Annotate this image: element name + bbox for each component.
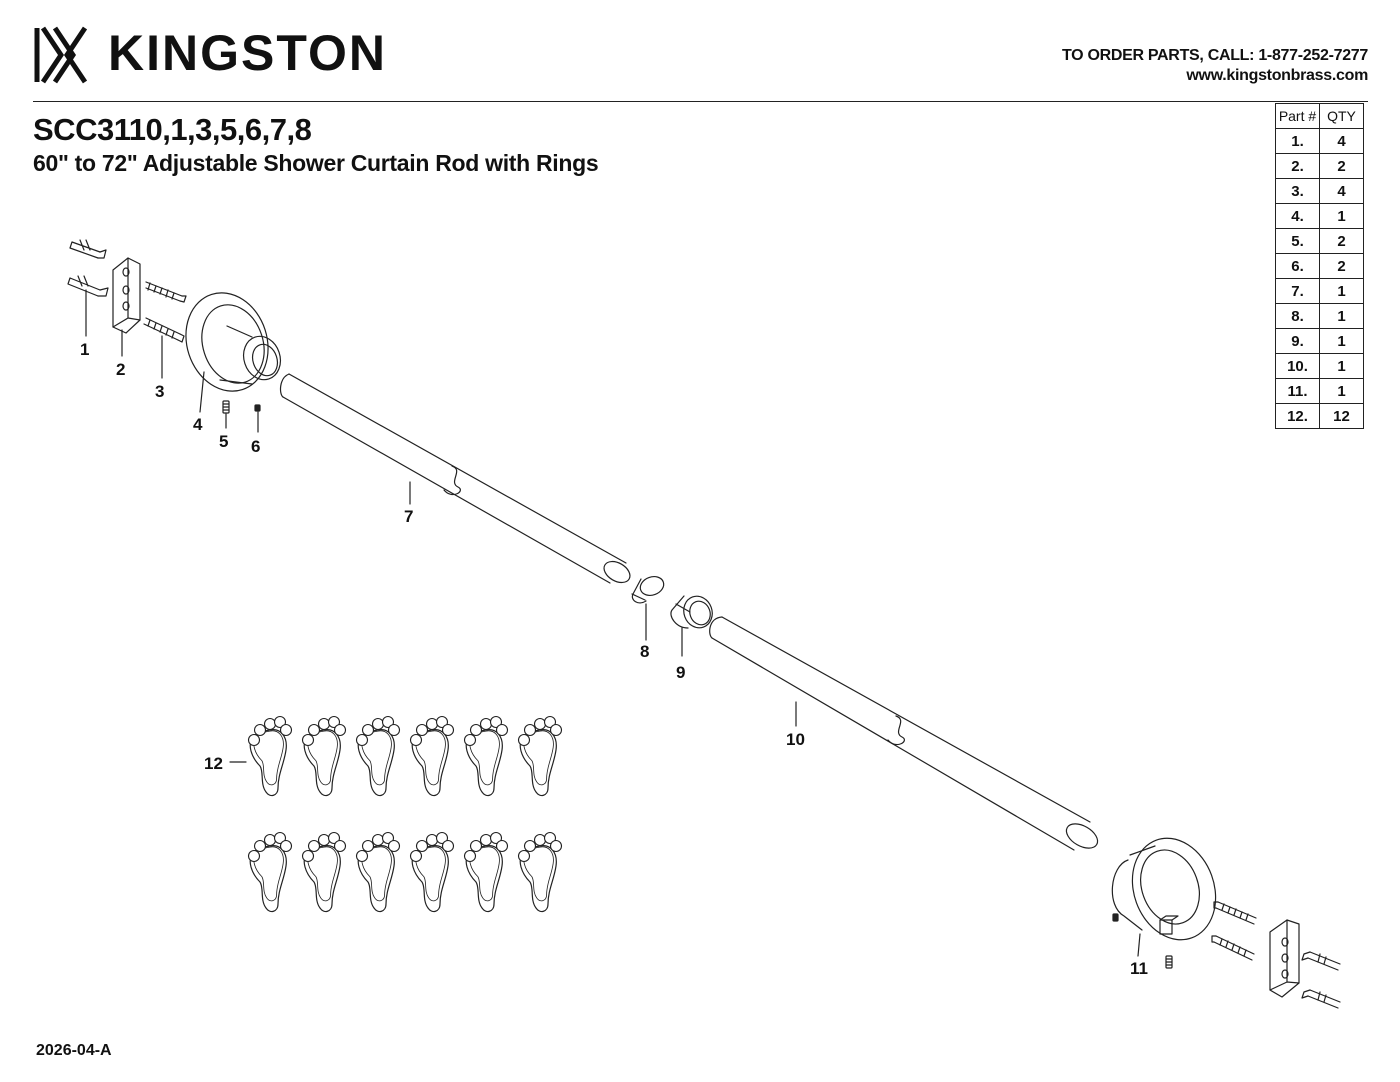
rod-section-7-icon [279, 373, 631, 584]
shower-ring-icon [463, 831, 509, 913]
callout-6: 6 [251, 437, 260, 456]
quantity-cell: 4 [1319, 128, 1364, 154]
screw-icon [143, 317, 185, 343]
table-row: 1.4 [1275, 128, 1364, 154]
revision-code: 2026-04-A [36, 1042, 112, 1059]
set-screw-icon [254, 404, 261, 412]
callout-5: 5 [219, 432, 228, 451]
callout-11: 11 [1130, 959, 1148, 978]
sleeve-coupling-icon [670, 595, 713, 629]
shower-ring-icon [517, 715, 563, 797]
quantity-cell: 12 [1319, 403, 1364, 429]
callout-labels: 1 2 3 4 5 6 7 8 9 10 11 12 [80, 340, 1148, 978]
part-number-cell: 9. [1275, 328, 1320, 354]
wall-anchor-icon [1301, 951, 1341, 971]
shower-ring-icon [355, 831, 401, 913]
website-link[interactable]: www.kingstonbrass.com [1186, 67, 1368, 84]
header-divider [33, 101, 1368, 102]
wall-anchor-icon [69, 239, 107, 259]
table-row: 6.2 [1275, 253, 1364, 279]
shower-ring-icon [301, 831, 347, 913]
wall-flange-icon [185, 292, 282, 392]
rod-section-10-icon [709, 616, 1099, 851]
set-screw-icon [222, 400, 230, 414]
table-row: 4.1 [1275, 203, 1364, 229]
table-row: 5.2 [1275, 228, 1364, 254]
callout-4: 4 [193, 415, 203, 434]
screw-icon [1213, 901, 1257, 925]
table-row: 8.1 [1275, 303, 1364, 329]
table-row: 2.2 [1275, 153, 1364, 179]
set-screw-icon [1112, 913, 1119, 922]
callout-9: 9 [676, 663, 685, 682]
callout-8: 8 [640, 642, 649, 661]
quantity-cell: 1 [1319, 203, 1364, 229]
mounting-bracket-icon [112, 257, 141, 334]
rod-plug-icon [631, 575, 665, 604]
quantity-cell: 4 [1319, 178, 1364, 204]
shower-ring-icon [247, 831, 293, 913]
callout-10: 10 [786, 730, 805, 749]
shower-ring-icon [463, 715, 509, 797]
part-number-cell: 11. [1275, 378, 1320, 404]
kingston-logo-icon [34, 26, 88, 84]
callout-12: 12 [204, 754, 223, 773]
shower-ring-icon [247, 715, 293, 797]
callout-7: 7 [404, 507, 413, 526]
quantity-cell: 2 [1319, 153, 1364, 179]
shower-rings-group [247, 715, 563, 913]
shower-ring-icon [355, 715, 401, 797]
shower-ring-icon [301, 715, 347, 797]
wall-anchor-icon [67, 275, 109, 297]
table-row: 12.12 [1275, 403, 1364, 429]
contact-block: TO ORDER PARTS, CALL: 1-877-252-7277 www… [1062, 46, 1368, 86]
quantity-cell: 1 [1319, 328, 1364, 354]
callout-1: 1 [80, 340, 89, 359]
part-number-cell: 12. [1275, 403, 1320, 429]
col-header-qty: QTY [1319, 103, 1364, 129]
quantity-cell: 1 [1319, 303, 1364, 329]
quantity-cell: 1 [1319, 278, 1364, 304]
screw-icon [145, 281, 187, 303]
shower-ring-icon [409, 715, 455, 797]
screw-icon [1211, 935, 1255, 961]
callout-2: 2 [116, 360, 125, 379]
wall-anchor-icon [1301, 989, 1341, 1009]
set-screw-icon [1165, 955, 1173, 969]
table-row: 3.4 [1275, 178, 1364, 204]
table-row: 7.1 [1275, 278, 1364, 304]
part-number-cell: 10. [1275, 353, 1320, 379]
brand-name: KINGSTON [108, 25, 387, 81]
callout-3: 3 [155, 382, 164, 401]
quantity-cell: 2 [1319, 228, 1364, 254]
order-phone: TO ORDER PARTS, CALL: 1-877-252-7277 [1061, 47, 1368, 64]
part-number-cell: 2. [1275, 153, 1320, 179]
table-row: 9.1 [1275, 328, 1364, 354]
shower-ring-icon [517, 831, 563, 913]
mounting-bracket-icon [1269, 919, 1300, 998]
shower-ring-icon [409, 831, 455, 913]
wall-flange-icon [1111, 837, 1217, 941]
model-number: SCC3110,1,3,5,6,7,8 [33, 112, 312, 147]
product-description: 60" to 72" Adjustable Shower Curtain Rod… [33, 150, 599, 176]
